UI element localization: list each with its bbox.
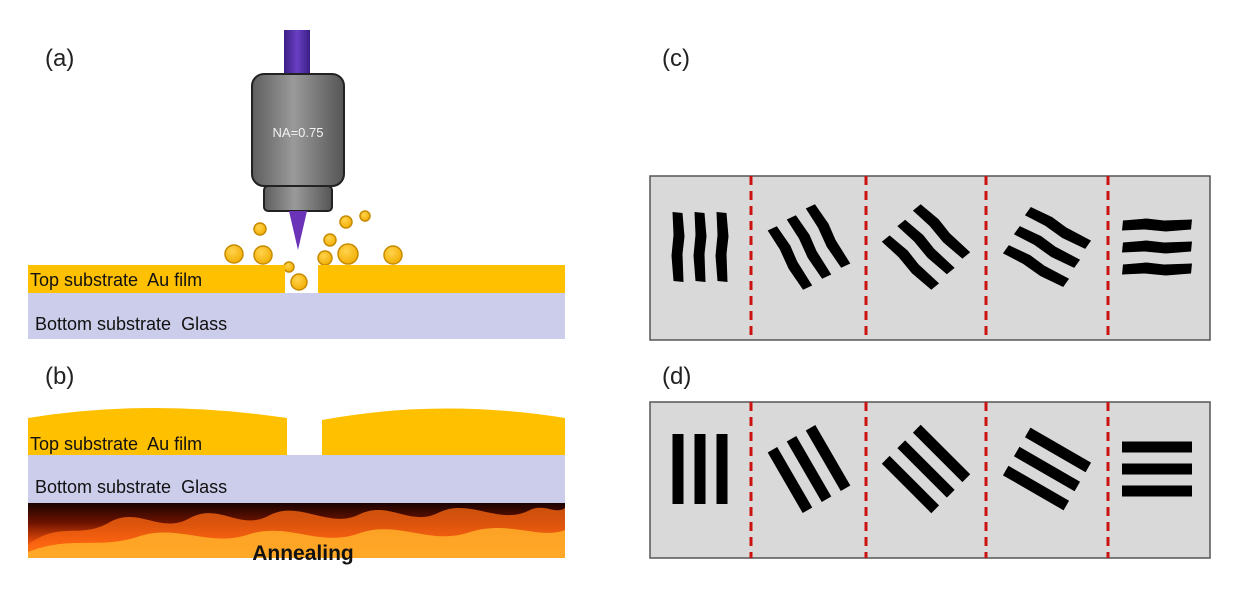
stripe-bar [1002,245,1070,287]
stripe-bar [897,219,955,275]
stripe-bar [897,440,955,498]
stripe-bar [716,434,728,504]
stripe-bar [786,435,832,503]
annealing-fire [28,503,565,558]
stripe-bar [1013,446,1081,492]
au-film-left [28,265,285,293]
stripe-bar [912,204,971,259]
stripe-groups-c [671,204,1192,290]
glass-substrate-a [28,293,565,339]
stripe-group-d-5 [1122,441,1192,497]
stripe-bar [1013,226,1081,268]
stripe-bar [767,446,813,514]
stripe-group-d-4 [1002,427,1092,511]
panel-label-b: (b) [45,363,74,390]
stripe-bar [671,212,685,282]
glass-substrate-b [28,455,565,503]
stripe-group-c-2 [767,204,851,290]
stripe-bar [1002,465,1070,511]
au-film-right [318,265,565,293]
stripe-group-d-2 [767,424,851,514]
panel-label-c: (c) [662,45,690,72]
bottom-substrate-label-a: Bottom substrate Glass [35,314,227,334]
stripe-bar [694,434,706,504]
stripe-bar [1122,218,1192,232]
stripe-bar [672,434,684,504]
annealing-label: Annealing [252,542,354,565]
bottom-substrate-label-b: Bottom substrate Glass [35,477,227,497]
stripe-bar [1122,485,1192,497]
stripe-bar [1024,427,1092,473]
stripe-panel-c-dividers [749,176,1110,340]
stripe-bar [1122,441,1192,453]
stripe-group-c-3 [881,204,971,290]
stripe-group-d-3 [881,424,971,514]
stripe-bar [881,235,940,290]
panel-label-a: (a) [45,45,74,72]
au-film-annealed-right [322,408,565,455]
stripe-panel-d-dividers [749,402,1110,558]
stripe-bar [1122,240,1192,254]
stripe-group-d-1 [672,434,728,504]
top-substrate-label-b: Top substrate Au film [30,434,202,454]
stripe-bar [715,212,729,282]
au-film-annealed-left [28,408,287,455]
panel-label-d: (d) [662,363,691,390]
stripe-bar [805,204,851,268]
stripe-group-c-5 [1122,218,1192,276]
stripe-bar [805,424,851,492]
stripe-groups-d [672,424,1192,514]
stripe-group-c-4 [1002,207,1092,287]
stripe-group-c-1 [671,212,729,282]
numerical-aperture-label: NA=0.75 [273,125,324,140]
stripe-bar [912,424,971,483]
objective-lens: NA=0.75 [251,73,345,212]
top-substrate-label-a: Top substrate Au film [30,270,202,290]
stripe-bar [881,455,940,514]
stripe-bar [1122,262,1192,276]
stripe-bar [1122,463,1192,475]
stripe-bar [693,212,707,282]
laser-focus-cone [289,211,307,250]
stripe-bar [1024,207,1092,249]
laser-beam [284,30,310,75]
ablated-gold-particles [224,210,403,291]
stripe-bar [767,226,813,290]
stripe-bar [786,215,832,279]
